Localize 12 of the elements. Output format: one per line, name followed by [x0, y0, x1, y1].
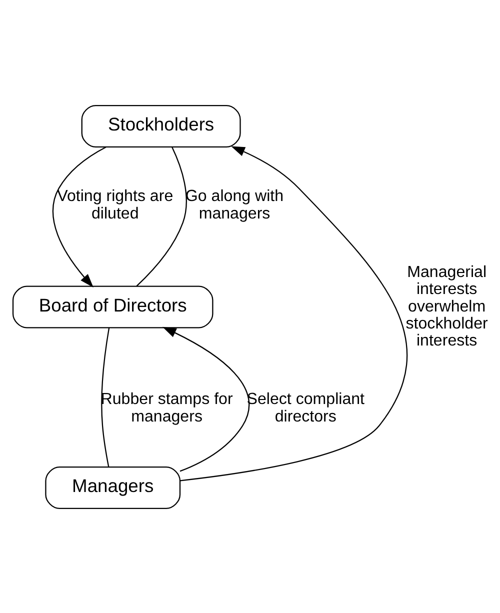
arrow	[162, 326, 250, 472]
arrow	[180, 146, 408, 481]
node-box: Stockholders	[81, 104, 241, 147]
node-box: Managers	[45, 466, 181, 508]
edge-label: Go along with managers	[185, 186, 284, 222]
connector	[136, 146, 187, 286]
arrow	[52, 146, 106, 287]
edge-label: Voting rights are diluted	[57, 186, 174, 222]
node-box: Board of Directors	[12, 285, 214, 328]
edge-label: Rubber stamps for managers	[100, 390, 233, 425]
edge-label: Managerial interests overwhelm stockholder interests	[406, 262, 488, 350]
connector	[101, 327, 110, 467]
